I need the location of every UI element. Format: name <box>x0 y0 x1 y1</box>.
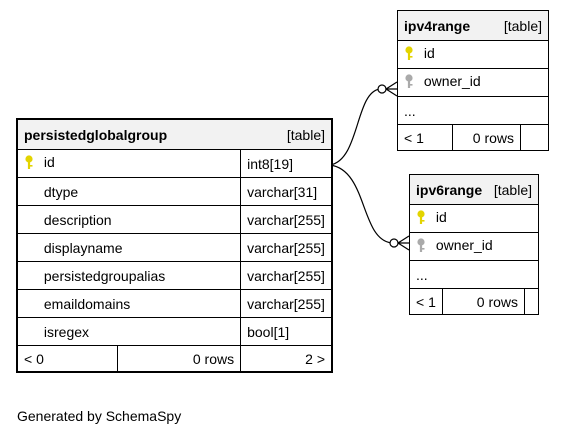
column-row: dtype varchar[31] <box>16 177 332 206</box>
column-type: varchar[255] <box>240 205 332 234</box>
more-columns: ... <box>409 260 539 289</box>
column-name: dtype <box>43 183 79 200</box>
row-count: 0 rows <box>441 288 526 315</box>
column-name: owner_id <box>435 237 493 254</box>
column-row: owner_id <box>409 232 539 261</box>
generated-by-caption: Generated by SchemaSpy <box>17 408 182 424</box>
children-count[interactable]: 2 > <box>240 345 332 372</box>
parents-count[interactable]: < 0 <box>17 345 118 372</box>
column-row: description varchar[255] <box>16 205 332 234</box>
edge-ipv4range-owner <box>329 88 381 166</box>
edge-ipv4range-crowfoot <box>385 81 398 97</box>
edge-ipv6range-owner <box>329 164 393 244</box>
table-name: persistedglobalgroup <box>24 126 168 143</box>
parents-count[interactable]: < 1 <box>409 288 443 315</box>
table-name: ipv6range <box>416 181 483 198</box>
table-name: ipv4range <box>404 17 471 34</box>
column-type: varchar[255] <box>240 289 332 318</box>
table-persistedglobalgroup[interactable]: persistedglobalgroup [table] id int8[19]… <box>16 118 333 373</box>
row-count: 0 rows <box>452 124 521 151</box>
children-count <box>524 288 539 315</box>
primary-key-icon <box>24 154 40 173</box>
column-row: owner_id <box>397 68 549 97</box>
column-row: id int8[19] <box>16 149 332 178</box>
parents-count[interactable]: < 1 <box>397 124 453 151</box>
column-row: persistedgroupalias varchar[255] <box>16 261 332 290</box>
row-count: 0 rows <box>116 345 242 372</box>
column-name: id <box>435 209 447 226</box>
column-name: emaildomains <box>43 295 131 312</box>
edge-ipv6range-crowfoot <box>397 235 410 251</box>
column-name: id <box>423 45 435 62</box>
column-name: owner_id <box>423 73 481 90</box>
column-name: persistedgroupalias <box>43 267 166 284</box>
table-ipv4range[interactable]: ipv4range [table] id owner_id ... < 1 0 … <box>397 10 549 151</box>
table-kind: [table] <box>493 181 532 198</box>
foreign-key-icon <box>404 73 420 92</box>
column-name: description <box>43 211 112 228</box>
column-row: displayname varchar[255] <box>16 233 332 262</box>
edge-ipv4range-optional-marker <box>377 84 387 94</box>
column-name: id <box>43 154 55 171</box>
table-ipv6range[interactable]: ipv6range [table] id owner_id ... < 1 0 … <box>409 174 539 315</box>
table-kind: [table] <box>286 126 325 143</box>
more-columns: ... <box>397 96 549 125</box>
foreign-key-icon <box>416 237 432 256</box>
column-type: varchar[31] <box>240 177 332 206</box>
column-type: varchar[255] <box>240 261 332 290</box>
edge-ipv6range-optional-marker <box>389 238 399 248</box>
column-row: id <box>397 40 549 69</box>
column-type: varchar[255] <box>240 233 332 262</box>
column-name: displayname <box>43 239 123 256</box>
table-header: persistedglobalgroup [table] <box>17 119 332 150</box>
table-kind: [table] <box>503 17 542 34</box>
table-header: ipv4range [table] <box>397 10 549 41</box>
column-type: int8[19] <box>240 149 332 178</box>
column-name: isregex <box>43 323 90 340</box>
column-type: bool[1] <box>240 317 332 346</box>
table-header: ipv6range [table] <box>409 174 539 205</box>
column-row: isregex bool[1] <box>16 317 332 346</box>
primary-key-icon <box>416 209 432 228</box>
children-count <box>520 124 549 151</box>
column-row: id <box>409 204 539 233</box>
column-row: emaildomains varchar[255] <box>16 289 332 318</box>
primary-key-icon <box>404 45 420 64</box>
